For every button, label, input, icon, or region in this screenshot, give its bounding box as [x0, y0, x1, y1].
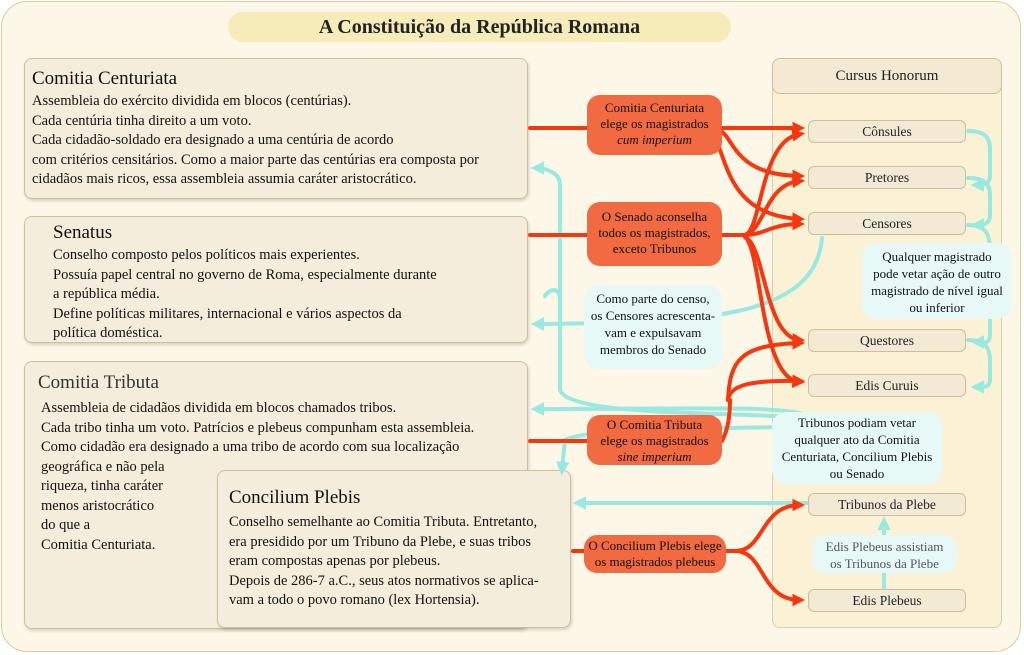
comitia-tributa-line: Comitia Centuriata.: [41, 536, 156, 553]
label-centuriata-elege: Comitia Centuriata elege os magistrados …: [587, 95, 722, 155]
magistrate-questores: Questores: [808, 329, 966, 352]
note-edis-plebeus: Edis Plebeus assistiam os Tribunos da Pl…: [812, 535, 957, 573]
magistrate-censores: Censores: [808, 212, 966, 235]
arrow-tributa-questores: [726, 336, 806, 402]
arrow-senado-edis: [743, 235, 806, 388]
senatus-line: Possuía papel central no governo de Roma…: [53, 266, 437, 283]
comitia-centuriata-heading: Comitia Centuriata: [32, 68, 178, 89]
magistrate-edis-curuis: Edis Curuis: [808, 374, 966, 397]
arrow-veto-centuriata: [530, 161, 562, 300]
note-tribunos-veto: Tribunos podiam vetar qualquer ato da Co…: [772, 412, 942, 484]
comitia-tributa-line: Assembleia de cidadãos dividida em bloco…: [41, 400, 397, 416]
senatus-line: Conselho composto pelos políticos mais e…: [53, 247, 360, 263]
comitia-centuriata-line: com critérios censitários. Como a maior …: [32, 151, 479, 168]
concilium-plebis-line: Conselho semelhante ao Comitia Tributa. …: [229, 514, 538, 530]
senatus-box: Senatus Conselho composto pelos político…: [24, 216, 528, 343]
comitia-centuriata-line: Cada cidadão-soldado era designado a uma…: [32, 132, 394, 148]
note-veto: Qualquer magistrado pode vetar ação de o…: [862, 243, 1012, 319]
note-censo: Como parte do censo, os Censores acresce…: [584, 285, 722, 369]
comitia-tributa-line: geográfica e não pela: [41, 458, 165, 475]
comitia-centuriata-line: cidadãos mais ricos, essa assembleia ass…: [32, 171, 417, 187]
comitia-centuriata-line: Assembleia do exército dividida em bloco…: [32, 93, 352, 109]
concilium-plebis-line: Depois de 286-7 a.C., seus atos normativ…: [229, 572, 539, 589]
comitia-centuriata-box: Comitia Centuriata Assembleia do exércit…: [24, 58, 528, 199]
senatus-line: a república média.: [53, 286, 160, 302]
arrow-plebis-edis: [733, 549, 806, 607]
arrow-tributa-edis: [726, 374, 806, 402]
arrow-senado-pretores: [743, 175, 806, 237]
magistrate-pretores: Pretores: [808, 166, 966, 189]
concilium-plebis-line: era presidido por um Tribuno da Plebe, e…: [229, 533, 532, 550]
arrow-tributa-origin: [528, 398, 732, 443]
concilium-plebis-box: Concilium Plebis Conselho semelhante ao …: [217, 470, 571, 628]
magistrate-tribunos-plebe: Tribunos da Plebe: [808, 493, 966, 516]
comitia-tributa-heading: Comitia Tributa: [38, 372, 159, 393]
comitia-tributa-line: riqueza, tinha caráter: [41, 478, 163, 494]
arrow-veto-senado: [543, 288, 810, 422]
concilium-plebis-heading: Concilium Plebis: [229, 487, 361, 508]
magistrate-edis-plebeus: Edis Plebeus: [808, 589, 966, 612]
arrow-veto-chain: [966, 129, 992, 192]
arrow-senado-consules: [743, 128, 806, 237]
magistrate-consules: Cônsules: [808, 120, 966, 143]
senatus-line: política doméstica.: [53, 325, 163, 341]
label-plebis-elege: O Concilium Plebis elege os magistrados …: [584, 535, 726, 573]
concilium-plebis-line: vam a todo o povo romano (lex Hortensia)…: [229, 592, 480, 608]
comitia-tributa-line: menos aristocrático: [41, 497, 155, 514]
diagram-title: A Constituição da República Romana: [228, 12, 731, 42]
cursus-honorum-heading: Cursus Honorum: [772, 58, 1002, 94]
concilium-plebis-line: eram compostas apenas por plebeus.: [229, 553, 441, 569]
comitia-tributa-line: do que a: [41, 517, 91, 533]
arrow-centuriata-pretores: [718, 128, 806, 183]
label-senado-aconselha: O Senado aconselha todos os magistrados,…: [587, 202, 722, 266]
label-tributa-elege: O Comitia Tributa elege os magistrados s…: [587, 415, 722, 465]
comitia-tributa-line: Como cidadão era designado a uma tribo d…: [41, 439, 460, 455]
comitia-tributa-line: Cada tribo tinha um voto. Patrícios e pl…: [41, 419, 475, 436]
comitia-centuriata-line: Cada centúria tinha direito a um voto.: [32, 112, 252, 129]
senatus-line: Define políticas militares, internaciona…: [53, 305, 402, 322]
senatus-heading: Senatus: [53, 222, 113, 243]
